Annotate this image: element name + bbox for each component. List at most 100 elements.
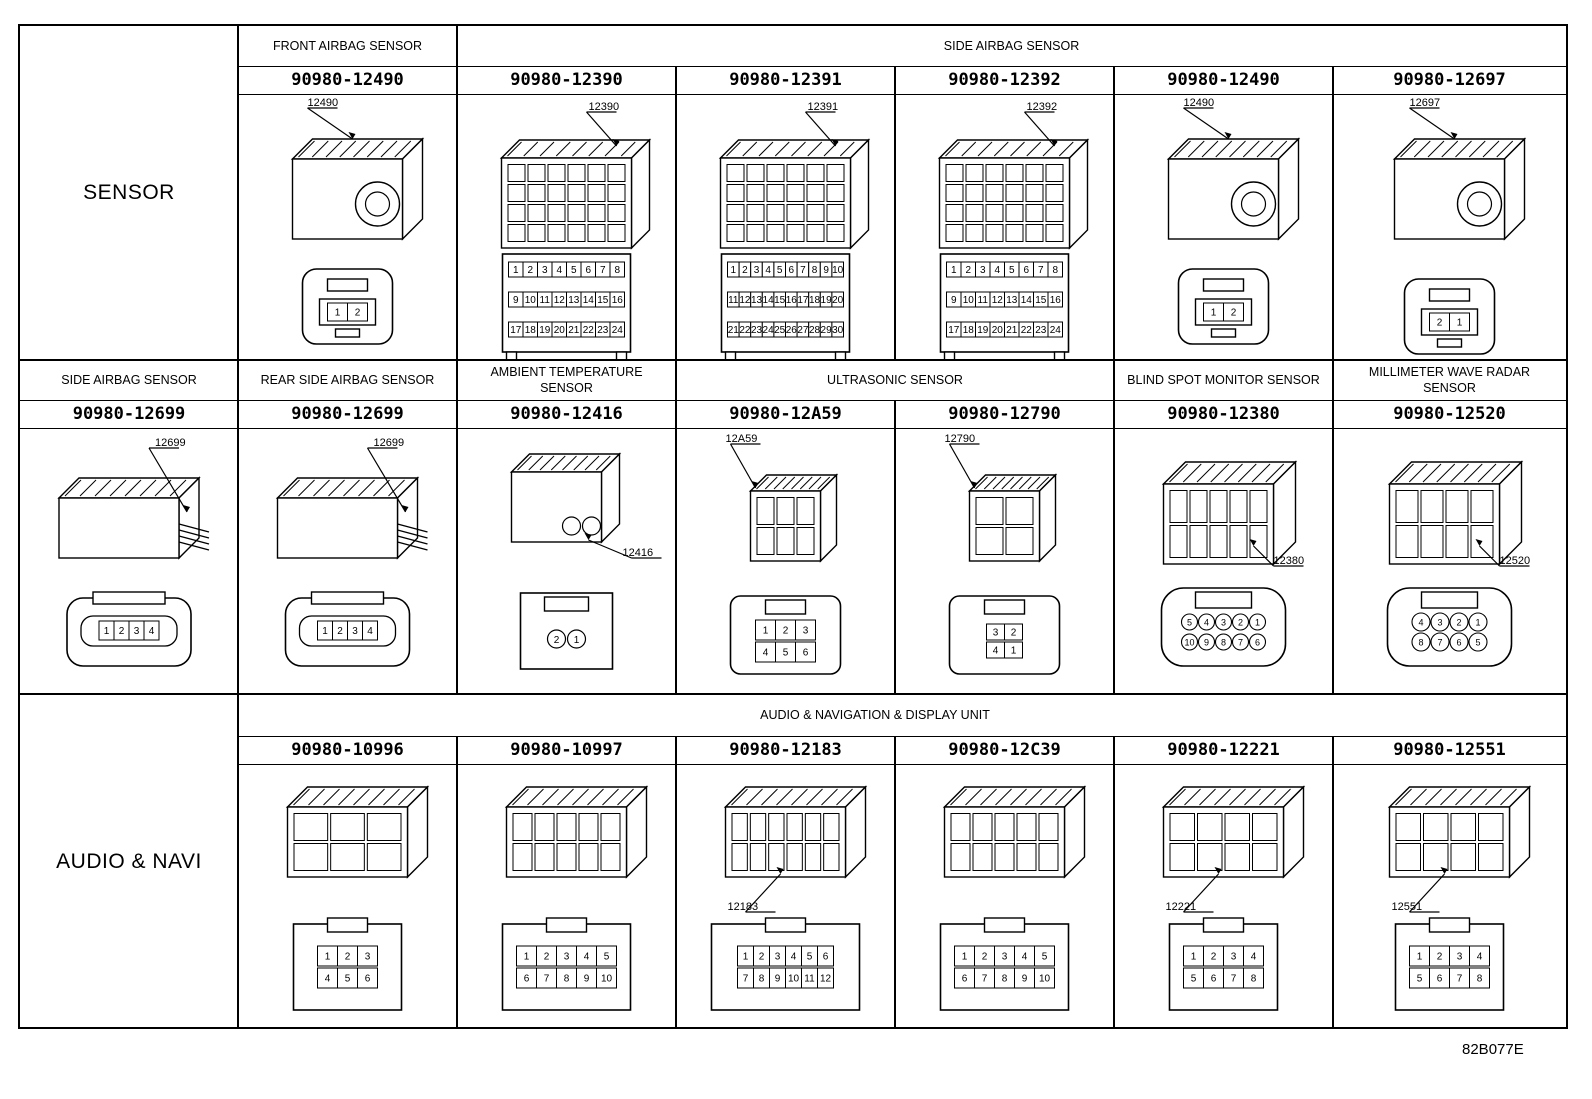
- cavity: [726, 224, 745, 242]
- pin-number: 6: [1255, 638, 1260, 648]
- pin-number: 2: [337, 626, 343, 637]
- pin-cavity: [596, 945, 617, 967]
- pin-number: 10: [832, 265, 844, 276]
- pin-number: 1: [1255, 618, 1260, 628]
- cavity: [527, 164, 546, 182]
- leader-arrow: [1450, 132, 1458, 139]
- cavity: [581, 516, 602, 536]
- pin-number: 1: [951, 265, 957, 276]
- pin-number: 2: [742, 265, 748, 276]
- col-divider: [456, 360, 458, 694]
- rib: [338, 788, 355, 806]
- cavity: [1005, 497, 1034, 525]
- pin-number: 16: [1050, 295, 1062, 306]
- connector-body-top: [1161, 461, 1298, 485]
- pin-number: 12: [820, 974, 832, 985]
- pin-cavity: [1004, 641, 1023, 659]
- cavity: [776, 527, 795, 555]
- pin-number: 7: [800, 265, 806, 276]
- foot: [834, 351, 847, 360]
- lock-tab: [543, 596, 590, 612]
- cavity: [994, 843, 1015, 871]
- cavity: [607, 204, 626, 222]
- pin-cavity: [831, 321, 844, 338]
- leader-line: [729, 443, 757, 489]
- rib: [1422, 463, 1442, 483]
- wire: [178, 541, 210, 551]
- pin-number: 7: [1038, 265, 1044, 276]
- pin-cavity: [546, 629, 567, 649]
- cavity: [1470, 490, 1494, 523]
- pin-cavity: [831, 291, 844, 308]
- connector-code: 12391: [808, 101, 839, 113]
- pin-number: 8: [1418, 638, 1423, 648]
- pin-number: 5: [807, 952, 813, 963]
- leader-arrow: [776, 867, 784, 874]
- rib: [1470, 788, 1487, 806]
- group-label: REAR SIDE AIRBAG SENSOR: [260, 373, 435, 387]
- rib: [1224, 463, 1243, 483]
- rib: [1395, 788, 1412, 806]
- rib: [1455, 140, 1472, 158]
- pin-number: 1: [1475, 618, 1480, 628]
- part-number: 90980-12C39: [948, 740, 1061, 760]
- rib: [512, 788, 529, 806]
- pin-number: 8: [564, 974, 570, 985]
- part-number: 90980-12183: [729, 740, 842, 760]
- pin-number: 6: [524, 974, 530, 985]
- cavity: [756, 497, 775, 525]
- pin-number: 4: [765, 265, 771, 276]
- pin-number: 14: [763, 295, 775, 306]
- pin-number: 1: [335, 308, 341, 319]
- col-divider: [237, 360, 239, 694]
- group-label: BLIND SPOT MONITOR SENSOR: [1127, 373, 1320, 387]
- rib: [1199, 788, 1216, 806]
- cavity: [766, 204, 785, 222]
- cavity: [1025, 164, 1044, 182]
- pin-number: 6: [962, 974, 968, 985]
- pin-number: 22: [739, 325, 751, 336]
- rib: [283, 479, 300, 497]
- pin-number: 21: [728, 325, 740, 336]
- pin-number: 1: [524, 952, 530, 963]
- pin-number: 22: [1021, 325, 1033, 336]
- pin-number: 9: [823, 265, 829, 276]
- wire: [178, 529, 210, 539]
- cavity: [1005, 204, 1024, 222]
- cavity: [1016, 843, 1037, 871]
- connector-code: 12490: [308, 97, 339, 109]
- cavity: [726, 164, 745, 182]
- leader-arrow: [970, 481, 978, 488]
- leader-line: [1183, 107, 1229, 140]
- rib: [821, 788, 838, 806]
- rib: [773, 476, 787, 490]
- wire: [178, 535, 210, 545]
- rib: [1182, 463, 1202, 483]
- cavity: [746, 184, 765, 202]
- rib: [1251, 463, 1271, 483]
- connector-code: 12551: [1392, 901, 1423, 913]
- cavity: [1169, 525, 1188, 558]
- pin-number: 27: [797, 325, 809, 336]
- cavity: [1045, 204, 1064, 222]
- rib: [1184, 788, 1201, 806]
- rib: [542, 788, 559, 806]
- lock-tab: [764, 599, 807, 615]
- pin-number: 5: [571, 265, 577, 276]
- cavity: [965, 224, 984, 242]
- pin-number: 10: [601, 974, 613, 985]
- lock-tab: [545, 917, 588, 933]
- pin-number: 4: [1204, 618, 1209, 628]
- pin-number: 17: [510, 325, 522, 336]
- header-divider: [238, 94, 1566, 95]
- pin-number: 16: [612, 295, 624, 306]
- cavity: [507, 184, 526, 202]
- cavity: [731, 813, 748, 841]
- lock-tab: [1428, 288, 1471, 302]
- pin-number: 1: [1191, 952, 1197, 963]
